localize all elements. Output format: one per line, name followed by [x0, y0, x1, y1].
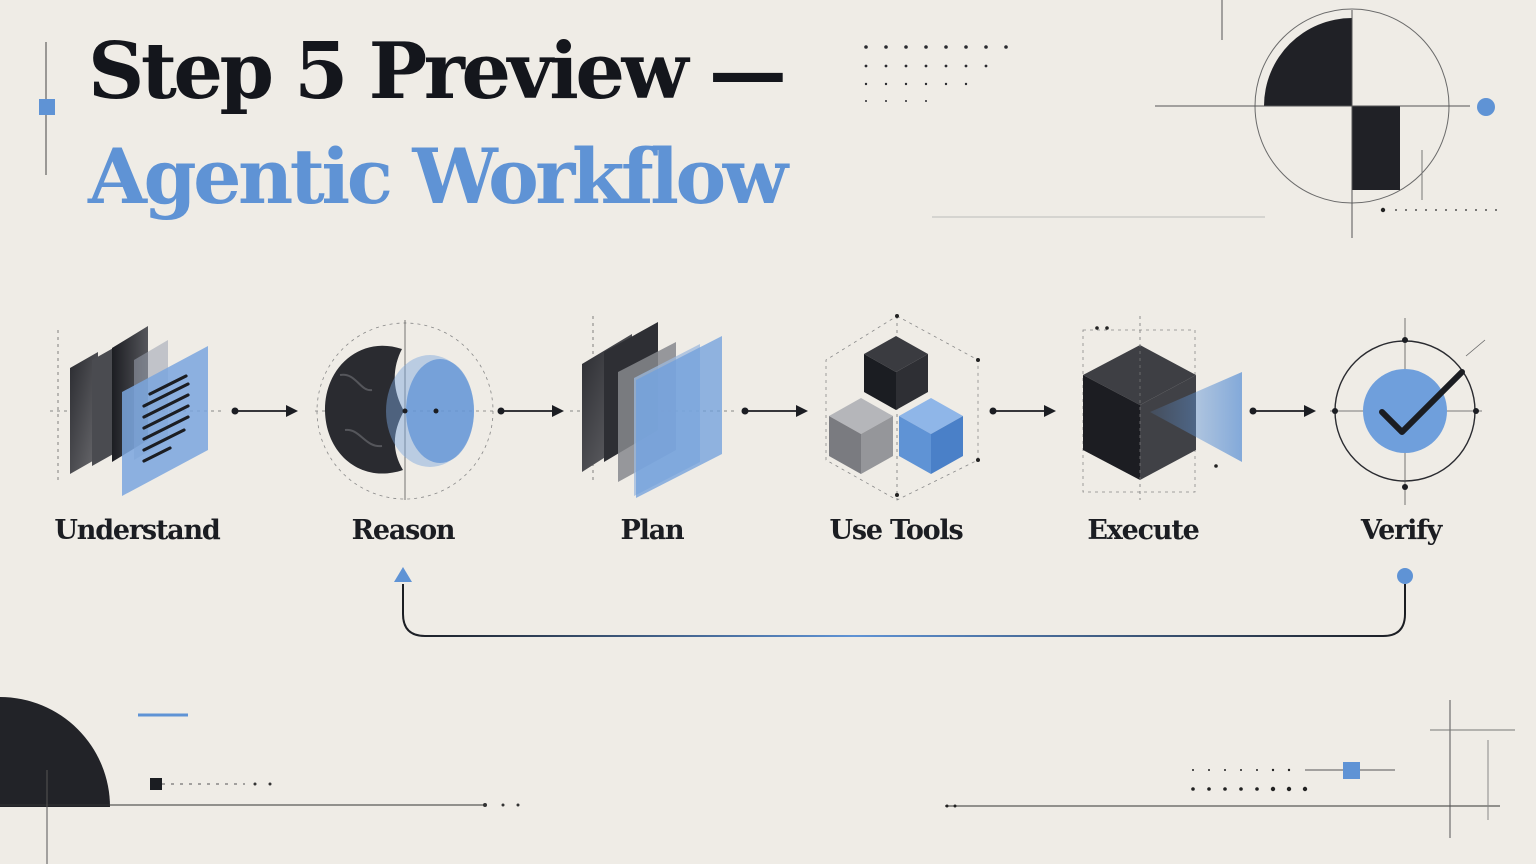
document-layers-icon [50, 326, 225, 496]
checkmark-circle-icon [1330, 318, 1486, 505]
feedback-loop-arrow [394, 567, 1413, 637]
page-subtitle: Agentic Workflow [88, 132, 788, 221]
step-label-use-tools: Use Tools [829, 515, 964, 546]
page-title: Step 5 Preview — [88, 26, 787, 117]
step-label-understand: Understand [54, 515, 220, 546]
arrow-reason-to-plan [497, 405, 564, 417]
decor-bottom-left [0, 697, 520, 864]
step-label-verify: Verify [1360, 515, 1442, 546]
step-label-reason: Reason [351, 515, 456, 546]
step-label-plan: Plan [620, 515, 685, 546]
decor-dot-grid-top [864, 45, 1008, 102]
brain-split-icon [315, 320, 495, 500]
arrow-use-tools-to-execute [989, 405, 1056, 417]
stacked-planes-icon [570, 316, 735, 498]
decor-top-right-circle [932, 0, 1500, 238]
cubes-icon [825, 314, 980, 501]
arrow-plan-to-use-tools [741, 405, 808, 417]
arrow-execute-to-verify [1249, 405, 1316, 417]
decor-bottom-right [945, 700, 1515, 838]
cube-beam-icon [1082, 316, 1242, 500]
step-connectors [231, 405, 1316, 417]
step-label-execute: Execute [1087, 515, 1199, 546]
arrow-understand-to-reason [231, 405, 298, 417]
decor-top-left [39, 42, 55, 175]
